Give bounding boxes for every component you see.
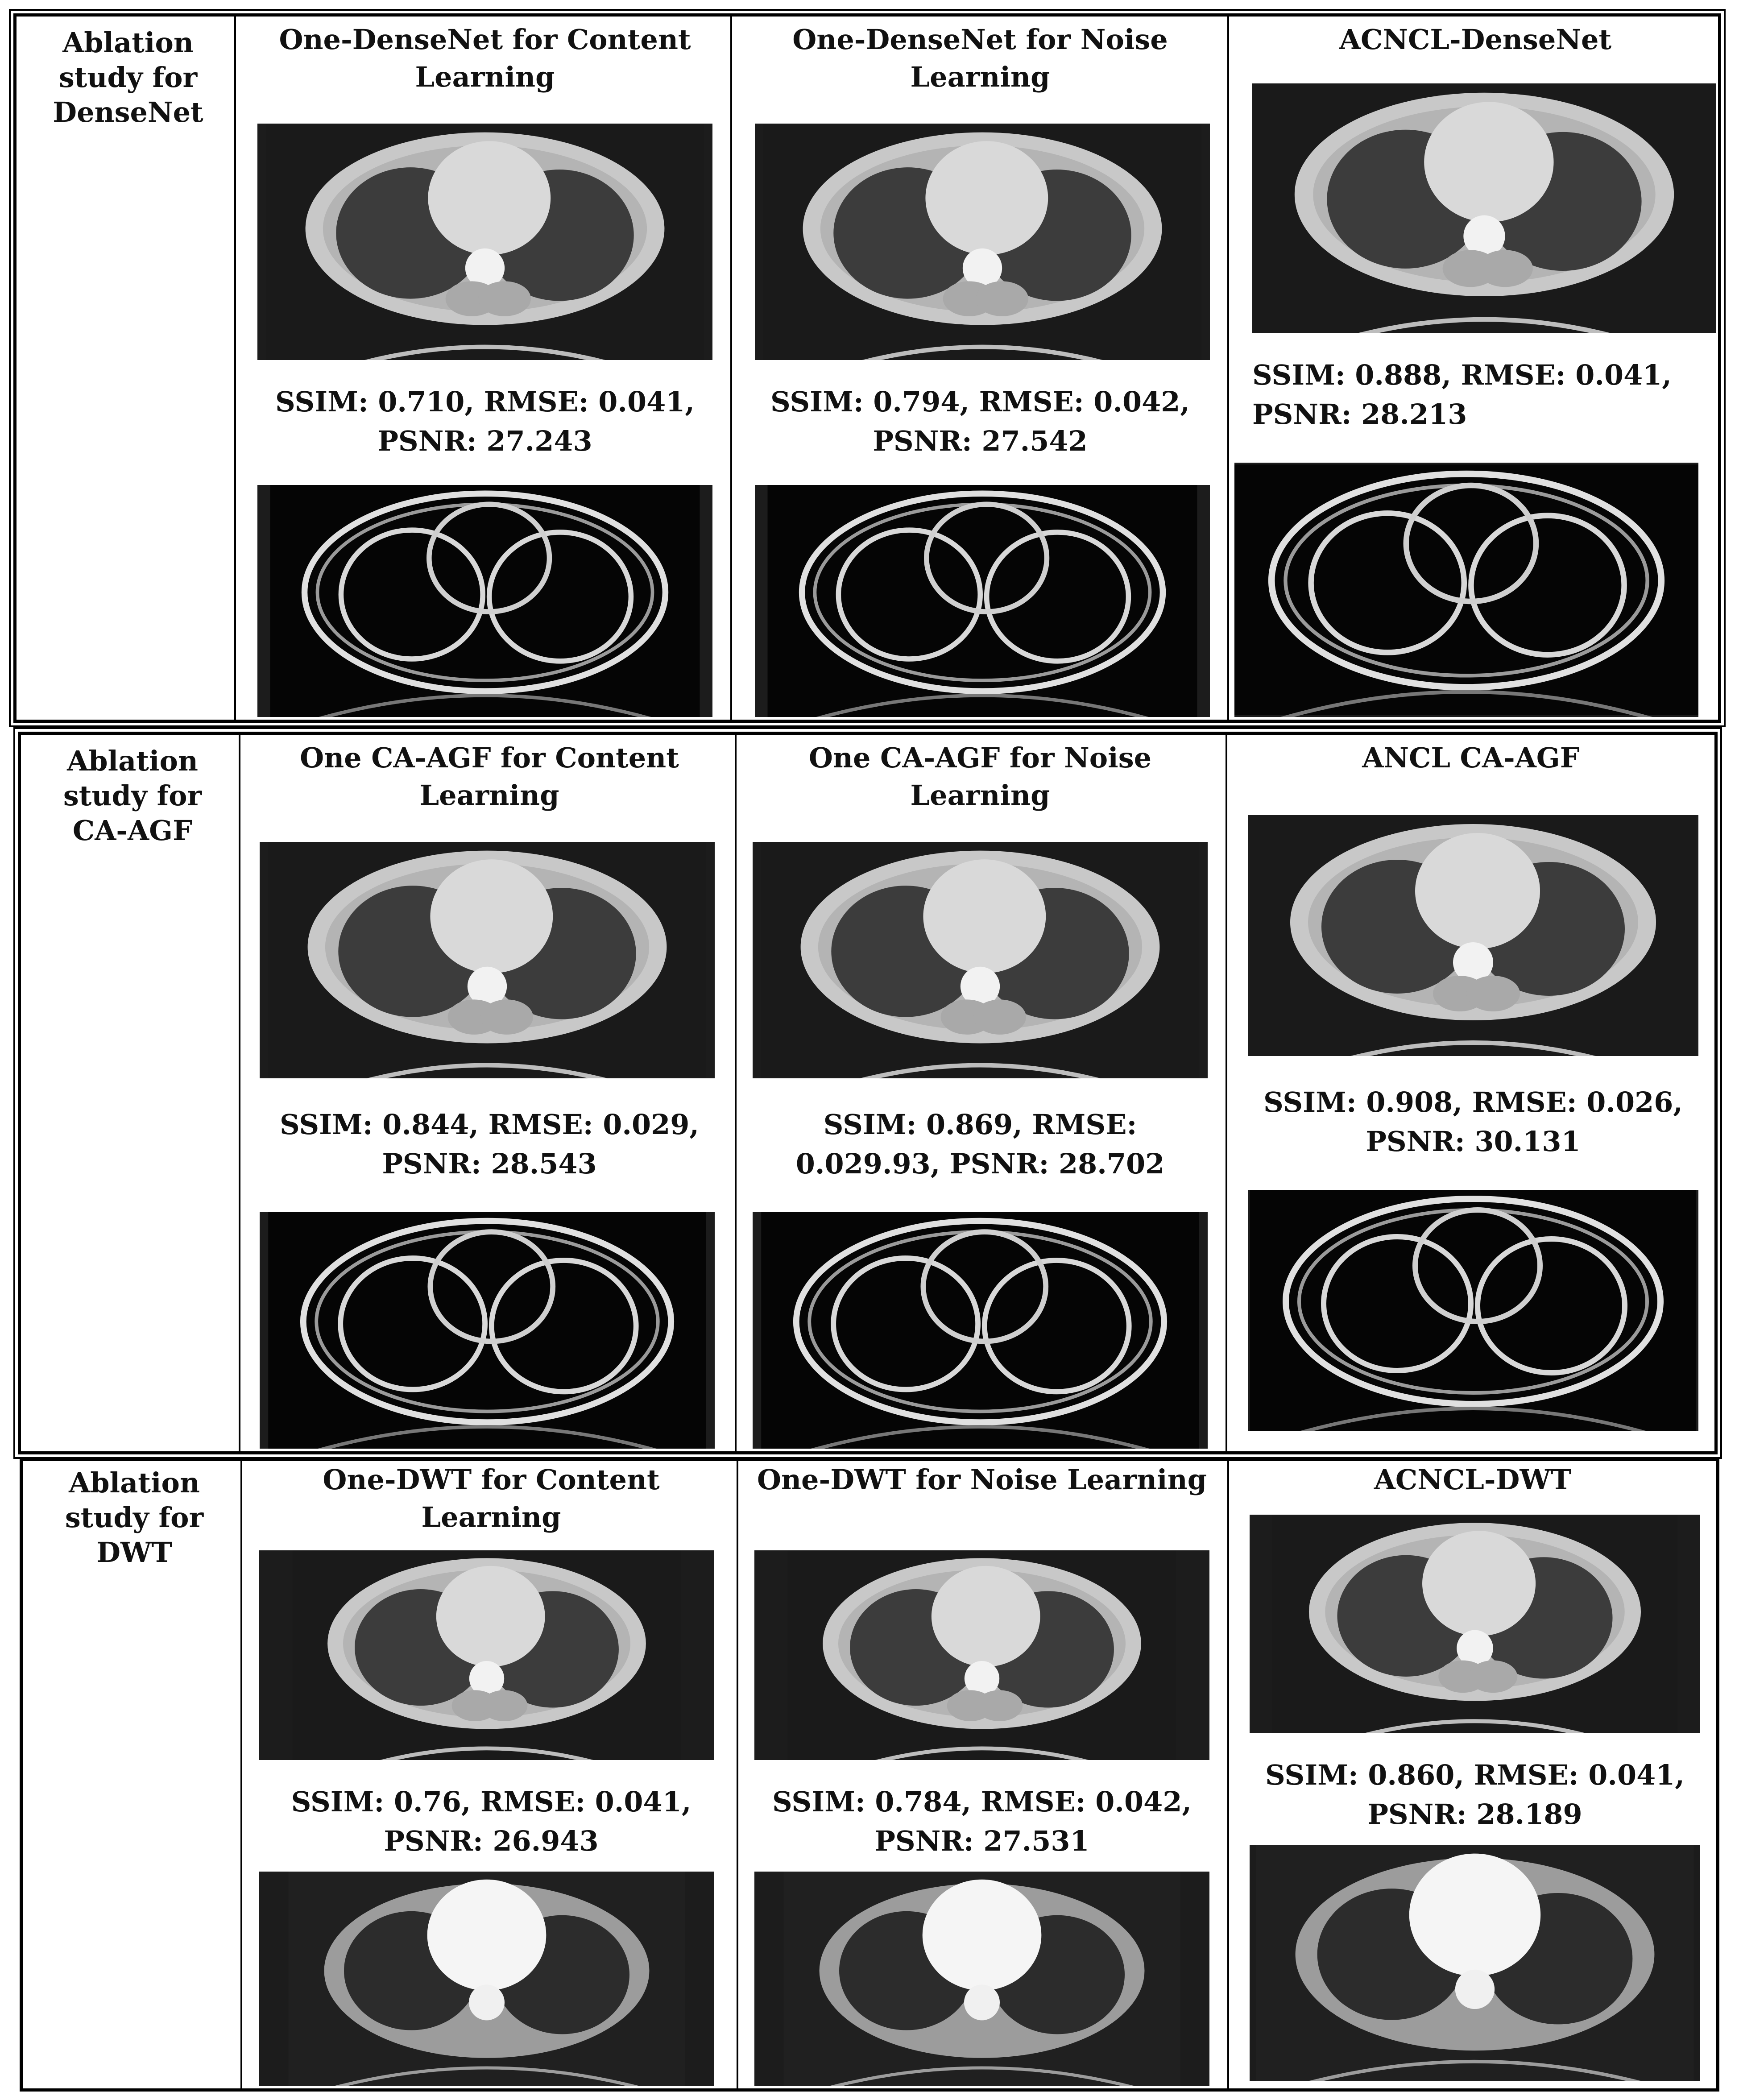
column-header: One-DenseNet for Content Learning (279, 23, 691, 93)
row-label: Ablation study for DWT (65, 1466, 204, 1569)
ct-image-denoised (1248, 815, 1698, 1056)
row-label: Ablation study for CA-AGF (63, 745, 202, 847)
metrics-text: SSIM: 0.860, RMSE: 0.041, PSNR: 28.189 (1265, 1759, 1685, 1831)
ablation-panel-dwt: Ablation study for DWT One-DWT for Conte… (20, 1458, 1719, 2092)
ct-image-denoised (259, 1550, 714, 1760)
column-header: One CA-AGF for Content Learning (300, 741, 679, 812)
column-divider (730, 17, 732, 720)
metrics-text: SSIM: 0.844, RMSE: 0.029, PSNR: 28.543 (280, 1108, 699, 1180)
ct-image-edge-map (753, 1212, 1208, 1449)
ct-image-denoised (257, 124, 712, 360)
column-header: ANCL CA-AGF (1362, 741, 1580, 774)
ct-image-denoised (753, 842, 1208, 1078)
metrics-text: SSIM: 0.888, RMSE: 0.041, PSNR: 28.213 (1252, 359, 1672, 431)
column-header: ACNCL-DenseNet (1339, 23, 1612, 56)
metrics-text: SSIM: 0.784, RMSE: 0.042, PSNR: 27.531 (772, 1785, 1192, 1857)
ct-image-edge-map (1248, 1190, 1698, 1431)
ct-image-noisy (1250, 1845, 1700, 2081)
metrics-text: SSIM: 0.869, RMSE: 0.029.93, PSNR: 28.70… (795, 1108, 1165, 1180)
ct-image-noisy (754, 1872, 1209, 2086)
ct-image-edge-map (260, 1212, 715, 1449)
ct-image-edge-map (1234, 463, 1698, 717)
column-header: One-DWT for Noise Learning (757, 1463, 1207, 1496)
metrics-text: SSIM: 0.908, RMSE: 0.026, PSNR: 30.131 (1263, 1086, 1683, 1158)
ct-image-denoised (1252, 83, 1716, 333)
metrics-text: SSIM: 0.710, RMSE: 0.041, PSNR: 27.243 (275, 385, 695, 457)
row-label: Ablation study for DenseNet (53, 26, 203, 128)
column-header: ACNCL-DWT (1374, 1463, 1572, 1496)
column-divider (1227, 1461, 1229, 2088)
ct-image-denoised (1250, 1515, 1700, 1733)
column-header: One CA-AGF for Noise Learning (808, 741, 1152, 812)
ct-image-edge-map (257, 485, 712, 717)
ct-image-denoised (755, 124, 1210, 360)
column-divider (240, 1461, 242, 2088)
column-divider (239, 735, 240, 1451)
ct-image-denoised (754, 1550, 1209, 1760)
ct-image-edge-map (755, 485, 1210, 717)
metrics-text: SSIM: 0.794, RMSE: 0.042, PSNR: 27.542 (770, 385, 1190, 457)
column-header: One-DenseNet for Noise Learning (792, 23, 1168, 93)
column-divider (735, 735, 737, 1451)
column-divider (1227, 17, 1229, 720)
ct-image-denoised (260, 842, 715, 1078)
ablation-panel-densenet: Ablation study for DenseNet One-DenseNet… (9, 9, 1726, 727)
column-divider (737, 1461, 738, 2088)
column-divider (1226, 735, 1227, 1451)
ct-image-noisy (259, 1872, 714, 2086)
column-header: One-DWT for Content Learning (323, 1463, 660, 1533)
ablation-panel-ca-agf: Ablation study for CA-AGF One CA-AGF for… (13, 727, 1722, 1459)
metrics-text: SSIM: 0.76, RMSE: 0.041, PSNR: 26.943 (291, 1785, 691, 1857)
column-divider (234, 17, 236, 720)
